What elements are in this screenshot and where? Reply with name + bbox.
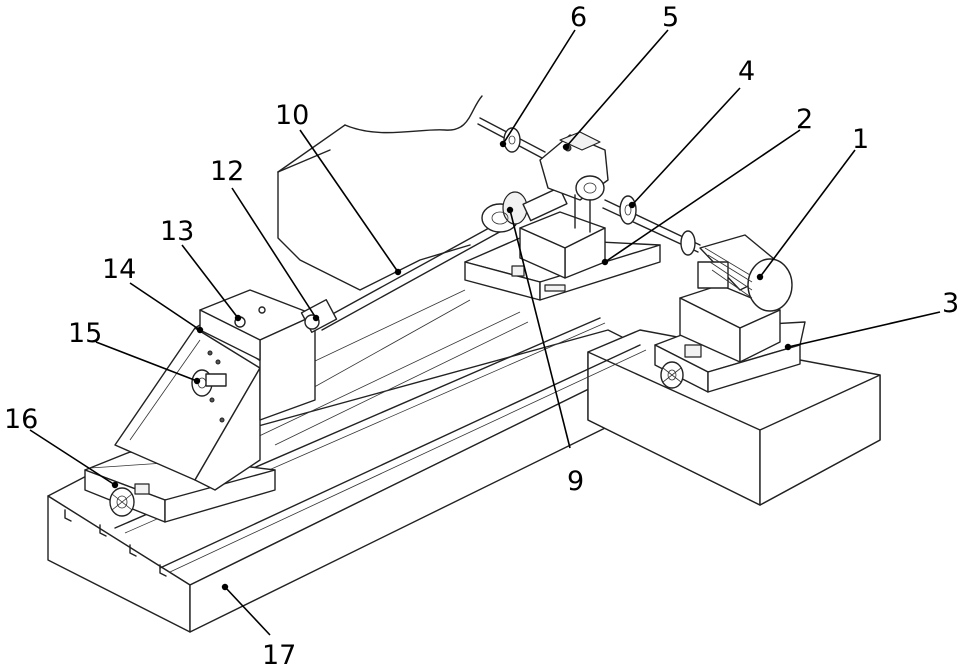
label-15: 15 xyxy=(68,318,102,349)
label-2: 2 xyxy=(796,104,813,135)
label-1: 1 xyxy=(852,124,869,155)
label-10: 10 xyxy=(275,100,309,131)
label-16: 16 xyxy=(4,404,38,435)
label-9: 9 xyxy=(567,466,584,497)
label-4: 4 xyxy=(738,56,755,87)
label-12: 12 xyxy=(210,156,244,187)
label-17: 17 xyxy=(262,640,296,670)
handwheel-right xyxy=(661,362,683,388)
input-shaft-6 xyxy=(478,118,545,158)
label-13: 13 xyxy=(160,216,194,247)
label-5: 5 xyxy=(662,2,679,33)
label-14: 14 xyxy=(102,254,136,285)
handwheel-left xyxy=(110,488,134,516)
label-6: 6 xyxy=(570,2,587,33)
label-3: 3 xyxy=(942,288,959,319)
